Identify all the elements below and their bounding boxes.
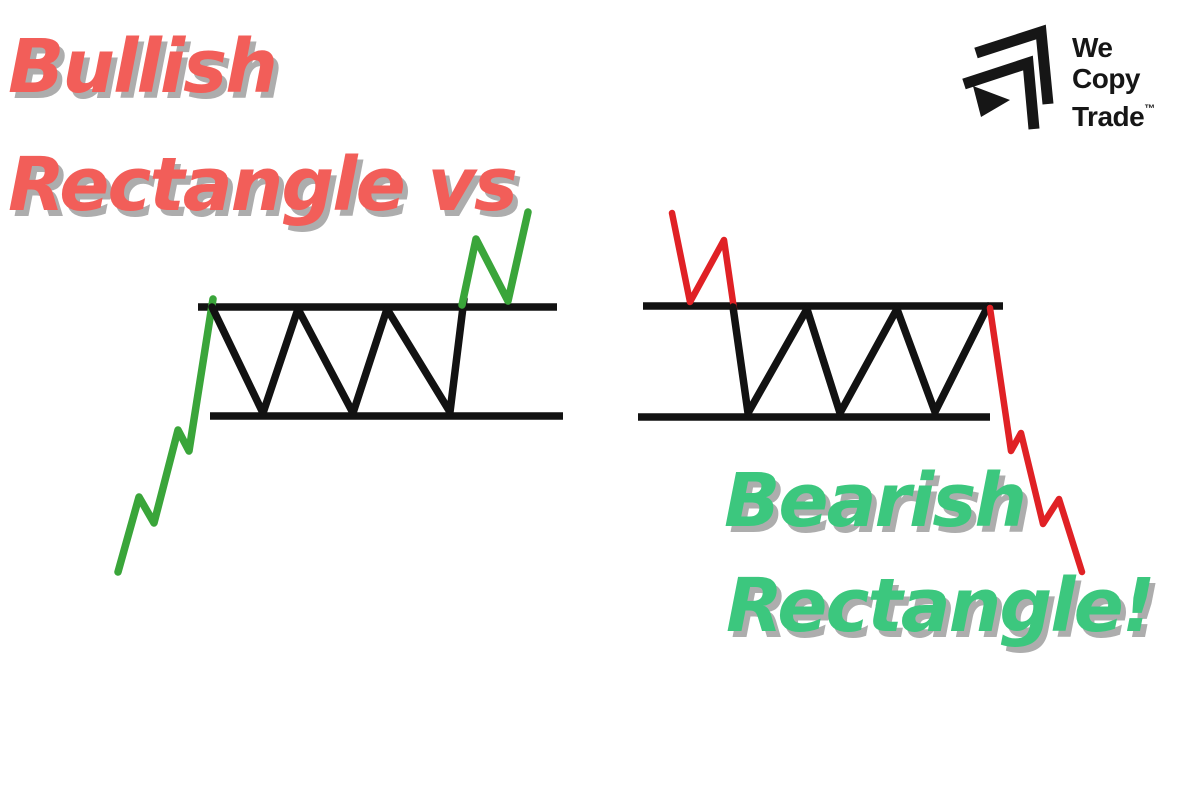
bullish-entry-trend-polyline — [114, 295, 217, 576]
trademark-symbol: ™ — [1144, 103, 1156, 115]
logo-word-copy: Copy — [1072, 63, 1141, 94]
title-line-bullish: Bullish — [8, 24, 278, 110]
bullish-breakout-polyline — [458, 208, 532, 309]
logo-outer-chevron — [974, 24, 1054, 105]
wecopytrade-arrow-icon — [962, 24, 1054, 130]
bearish-consolidation-zigzag — [729, 302, 992, 417]
logo-word-trade: Trade™ — [1072, 101, 1156, 132]
wecopytrade-logo: We Copy Trade™ — [948, 16, 1155, 136]
logo-word-we: We — [1072, 32, 1113, 63]
bearish-entry-trend-polyline — [668, 209, 738, 313]
bullish-consolidation-zigzag — [208, 295, 468, 417]
subtitle-line-rectangle: Rectangle! — [726, 563, 1156, 649]
logo-middle-chevron — [962, 55, 1040, 130]
title-line-rectangle-vs: Rectangle vs — [8, 142, 518, 228]
logo-wordmark: We Copy Trade™ — [1072, 32, 1155, 132]
logo-triangle — [973, 86, 1010, 117]
bearish-breakout-polyline — [986, 304, 1086, 576]
subtitle-line-bearish: Bearish — [724, 458, 1027, 544]
